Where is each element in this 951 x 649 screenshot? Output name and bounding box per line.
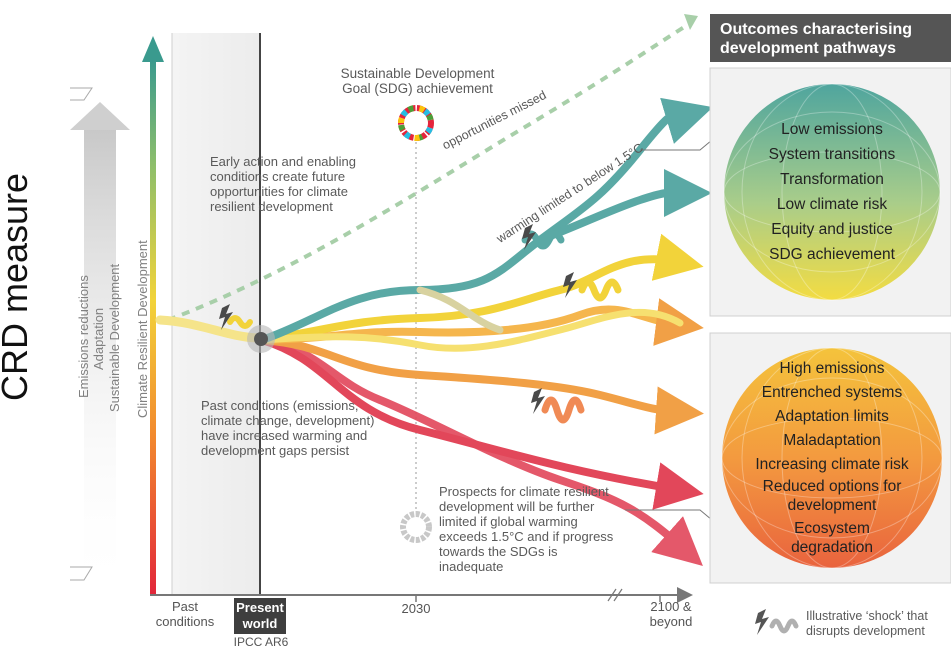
outcome-item: Low climate risk <box>776 196 888 213</box>
sdg-wheel-icon <box>398 105 434 141</box>
shock-legend-text: Illustrative ‘shock’ that disrupts devel… <box>806 609 928 638</box>
positive-globe <box>724 84 940 300</box>
crd-vertical-axis <box>150 60 156 595</box>
x-label-present: Present world <box>234 598 286 634</box>
outcome-item: Increasing climate risk <box>755 456 909 473</box>
pathway-teal-lower <box>536 168 712 244</box>
outcome-item: Entrenched systems <box>761 384 903 401</box>
label-sustainable-development: Sustainable Development <box>107 263 122 412</box>
pathway-yellow-mid <box>258 308 684 352</box>
opportunities-missed-path <box>167 20 694 322</box>
x-label-2100: 2100 & beyond <box>649 599 693 629</box>
pathway-yellow-upper <box>258 233 704 344</box>
past-conditions-note: Past conditions (emissions, climate chan… <box>201 398 375 458</box>
early-action-note: Early action and enabling conditions cre… <box>210 154 356 214</box>
negative-globe <box>722 348 942 568</box>
x-label-ipcc: IPCC AR6 <box>233 635 289 649</box>
shock-marks <box>227 230 622 424</box>
positive-outcomes-list: Low emissions System transitions Transfo… <box>722 117 942 267</box>
outcome-item: Equity and justice <box>771 221 893 238</box>
pathway-fade <box>416 286 504 334</box>
crd-axis-arrowhead <box>142 36 164 62</box>
outcome-item: High emissions <box>779 360 885 377</box>
outcome-item: Maladaptation <box>783 432 881 449</box>
bracket-bottom <box>70 566 93 581</box>
crd-measure-label: CRD measure <box>0 172 35 401</box>
label-emissions-reductions: Emissions reductions <box>76 275 91 398</box>
shock-legend-icon <box>755 609 799 635</box>
sdg-wheel-grey-icon <box>400 511 432 543</box>
outcome-item: Low emissions <box>781 121 883 138</box>
negative-outcomes-list: High emissions Entrenched systems Adapta… <box>722 357 942 557</box>
pathway-red-lower <box>258 336 703 566</box>
big-up-arrow <box>70 102 130 598</box>
outcome-item: SDG achievement <box>769 246 895 263</box>
label-adaptation: Adaptation <box>91 307 106 370</box>
pathway-red-upper <box>258 336 704 510</box>
outcomes-header: Outcomes characterising development path… <box>710 14 951 62</box>
outcome-item: Adaptation limits <box>775 408 889 425</box>
outcome-item: System transitions <box>768 146 896 163</box>
pathways <box>258 97 713 566</box>
label-climate-resilient-development: Climate Resilient Development <box>135 240 150 418</box>
x-label-2030: 2030 <box>401 601 431 616</box>
prospects-note: Prospects for climate resilient developm… <box>439 484 614 574</box>
outcome-item: Transformation <box>780 171 884 188</box>
sdg-label: Sustainable Development Goal (SDG) achie… <box>340 66 495 96</box>
bracket-top <box>70 87 93 101</box>
connector-bottom <box>625 509 713 521</box>
pathway-orange-lower <box>258 336 704 435</box>
x-label-past: Past conditions <box>155 599 215 629</box>
connector-top <box>640 139 713 151</box>
outcome-item: Ecosystem degradation <box>791 520 873 556</box>
outcome-item: Reduced options for development <box>762 478 902 514</box>
lightning-bolts <box>219 224 577 414</box>
